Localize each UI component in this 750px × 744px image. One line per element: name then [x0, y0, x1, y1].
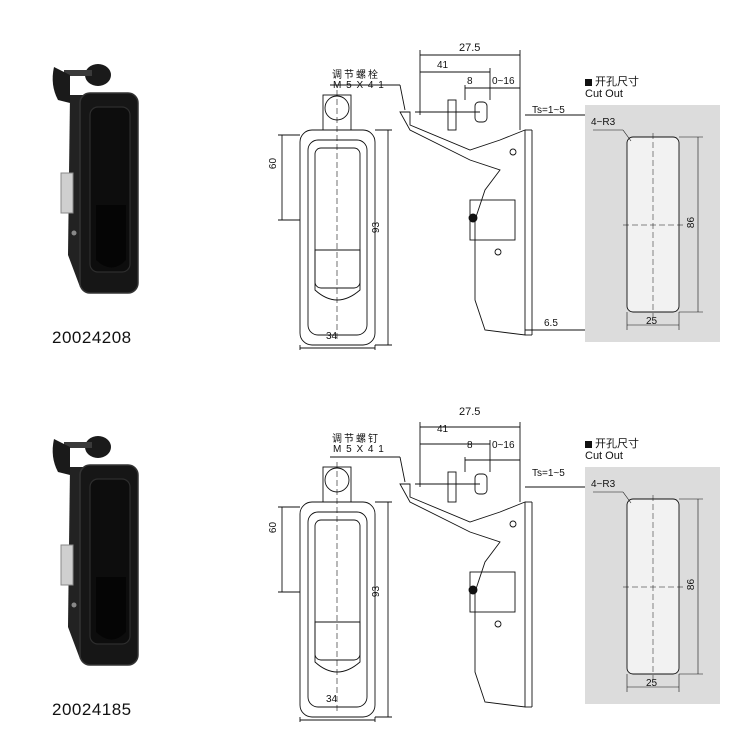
cutout-height: 86	[686, 578, 698, 591]
dim-screw-offset: 8	[467, 76, 473, 87]
dim-base-thickness: 6.5	[544, 318, 558, 329]
product-panel-2: 20024185	[0, 372, 750, 744]
dim-screw-offset: 8	[467, 440, 473, 451]
square-bullet-icon	[585, 78, 592, 86]
dim-overall-depth: 27.5	[459, 42, 481, 54]
technical-drawing-1	[278, 50, 585, 350]
dim-height-upper: 60	[268, 157, 280, 170]
part-number: 20024185	[52, 700, 132, 719]
dim-arm-length: 41	[437, 60, 449, 71]
cutout-width: 25	[646, 316, 658, 327]
latch-photo-2	[52, 436, 139, 666]
dim-height-total: 93	[371, 585, 383, 598]
cutout-title-en: Cut Out	[585, 88, 623, 100]
dim-thickness: Ts=1~5	[532, 468, 565, 479]
cutout-diagram: 4−R3 86 25	[585, 105, 720, 342]
screw-label: 调节螺栓	[332, 70, 380, 81]
dim-arm-length: 41	[437, 424, 449, 435]
screw-spec: M 5 X 4 1	[333, 444, 385, 455]
cutout-height: 86	[686, 216, 698, 229]
dim-overall-depth: 27.5	[459, 406, 481, 418]
cutout-title: 开孔尺寸 Cut Out	[585, 76, 639, 100]
cutout-diagram: 4−R3 86 25	[585, 467, 720, 704]
dim-width: 34	[326, 331, 338, 342]
cutout-width: 25	[646, 678, 658, 689]
screw-label: 调节螺钉	[332, 434, 380, 445]
product-panel-1: 20024208	[52, 42, 720, 350]
dim-height-upper: 60	[268, 521, 280, 534]
dim-thickness: Ts=1~5	[532, 105, 565, 116]
screw-spec: M 5 X 4 1	[333, 80, 385, 91]
technical-drawing-2	[278, 422, 585, 722]
cutout-title-cn: 开孔尺寸	[595, 438, 639, 450]
cutout-title: 开孔尺寸 Cut Out	[585, 438, 639, 462]
dim-height-total: 93	[371, 221, 383, 234]
dim-adjust-range: 0~16	[492, 76, 515, 87]
part-number: 20024208	[52, 328, 132, 347]
latch-photo-1	[52, 64, 139, 294]
square-bullet-icon	[585, 440, 592, 448]
cutout-radius: 4−R3	[591, 479, 616, 490]
dim-adjust-range: 0~16	[492, 440, 515, 451]
dim-width: 34	[326, 694, 338, 705]
cutout-title-en: Cut Out	[585, 450, 623, 462]
cutout-radius: 4−R3	[591, 117, 616, 128]
cutout-title-cn: 开孔尺寸	[595, 76, 639, 88]
